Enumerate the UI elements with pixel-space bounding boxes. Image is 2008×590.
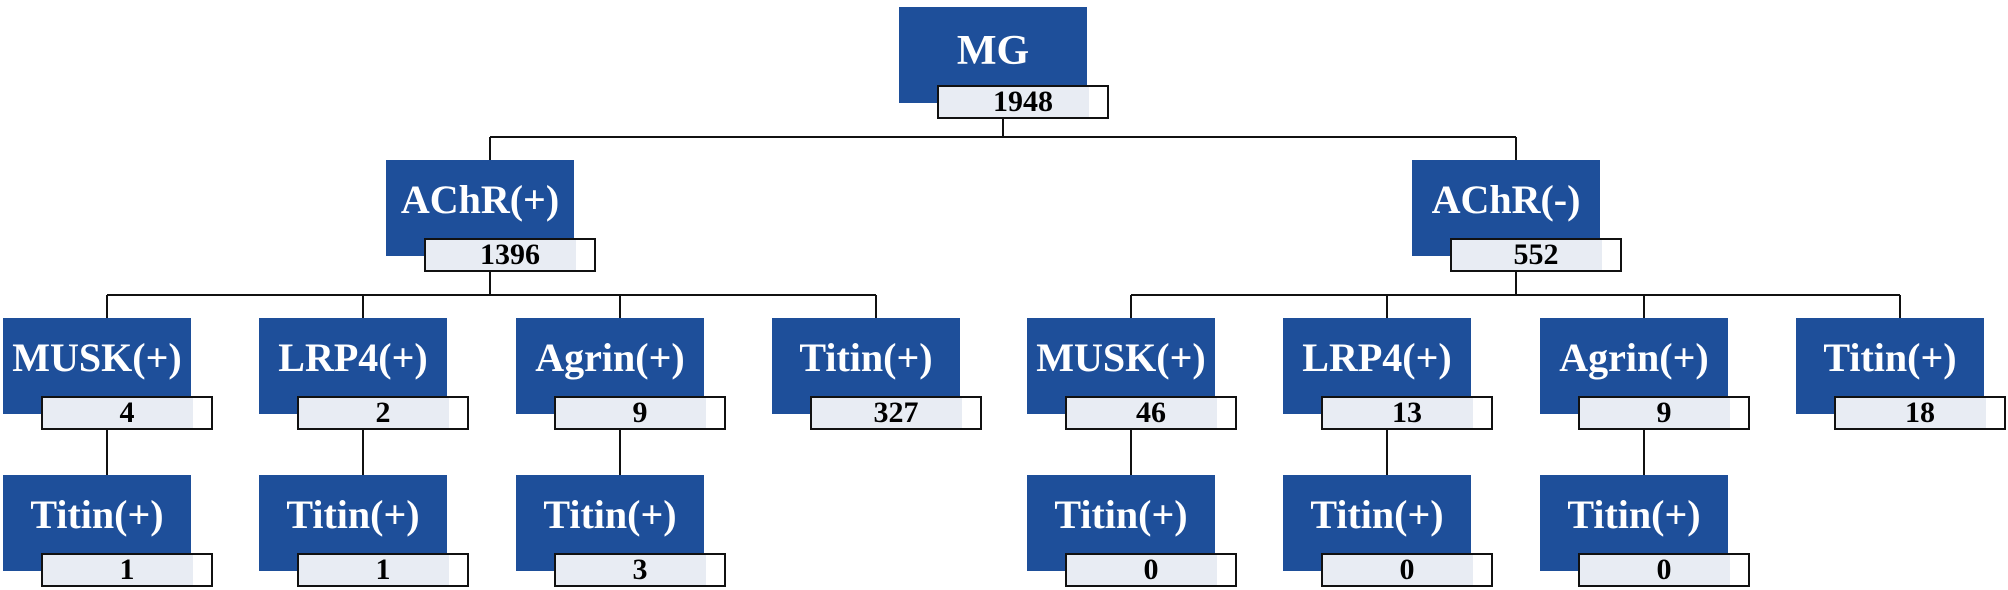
count-value: 1948 (993, 85, 1053, 118)
count-box: 2 (297, 396, 469, 430)
count-value: 0 (1399, 553, 1415, 586)
count-box: 327 (810, 396, 982, 430)
count-box: 4 (41, 396, 213, 430)
count-box: 1 (297, 553, 469, 587)
count-value: 1 (375, 553, 391, 586)
count-box: 0 (1321, 553, 1493, 587)
count-box: 1 (41, 553, 213, 587)
count-value: 0 (1143, 553, 1159, 586)
count-value: 9 (1656, 396, 1672, 429)
count-box: 9 (554, 396, 726, 430)
count-value: 9 (632, 396, 648, 429)
count-value: 552 (1513, 238, 1559, 271)
count-value: 2 (375, 396, 391, 429)
count-box: 0 (1578, 553, 1750, 587)
count-value: 1396 (480, 238, 540, 271)
count-value: 327 (873, 396, 919, 429)
count-value: 1 (119, 553, 135, 586)
count-box: 0 (1065, 553, 1237, 587)
count-box: 13 (1321, 396, 1493, 430)
count-value: 18 (1905, 396, 1935, 429)
count-box: 46 (1065, 396, 1237, 430)
count-value: 0 (1656, 553, 1672, 586)
count-box: 3 (554, 553, 726, 587)
count-value: 46 (1136, 396, 1166, 429)
count-value: 3 (632, 553, 648, 586)
count-box: 1396 (424, 238, 596, 272)
count-box: 1948 (937, 85, 1109, 119)
node-label: MUSK(+) (1027, 318, 1215, 414)
count-value: 13 (1392, 396, 1422, 429)
count-box: 552 (1450, 238, 1622, 272)
count-box: 9 (1578, 396, 1750, 430)
count-value: 4 (119, 396, 135, 429)
count-box: 18 (1834, 396, 2006, 430)
